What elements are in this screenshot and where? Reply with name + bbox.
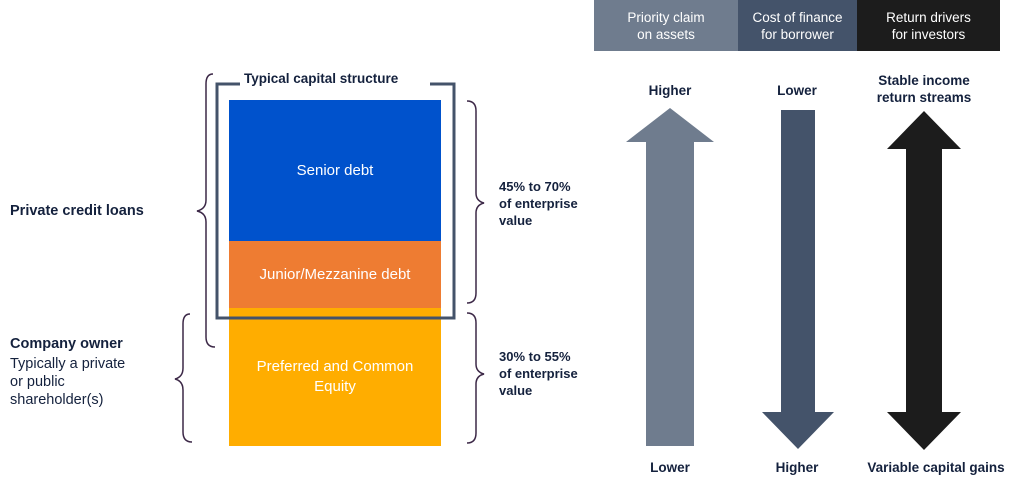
company-owner-desc: Typically a private or public shareholde… (10, 355, 125, 409)
company-owner-line: shareholder(s) (10, 392, 104, 408)
header-line: Return drivers (886, 9, 971, 25)
priority-top-label: Higher (648, 83, 692, 98)
equity-share-line: 30% to 55% (499, 349, 571, 364)
private-credit-brace (196, 73, 216, 348)
equity-block: Preferred and Common Equity (229, 308, 441, 446)
junior-mezzanine-block: Junior/Mezzanine debt (229, 241, 441, 308)
company-owner-title: Company owner (10, 336, 123, 352)
header-line: for investors (891, 26, 966, 42)
cost-top-label: Lower (777, 83, 817, 98)
private-credit-label: Private credit loans (10, 203, 144, 219)
debt-frame (215, 82, 456, 320)
equity-label-line: Equity (314, 378, 356, 395)
header-line: for borrower (761, 26, 834, 42)
equity-share-label: 30% to 55% of enterprise value (499, 348, 578, 399)
header-line: Priority claim (627, 9, 705, 25)
debt-share-line: of enterprise (499, 196, 578, 211)
cost-arrow-down (762, 110, 834, 449)
debt-share-line: 45% to 70% (499, 179, 571, 194)
company-owner-brace (174, 313, 193, 443)
debt-share-brace (466, 100, 485, 304)
header-line: on assets (637, 26, 695, 42)
return-bottom-label: Variable capital gains (867, 460, 1005, 475)
company-owner-line: or public (10, 374, 65, 390)
capital-structure-title: Typical capital structure (244, 71, 399, 86)
equity-share-line: value (499, 383, 533, 398)
equity-share-brace (466, 312, 485, 444)
priority-bottom-label: Lower (650, 460, 690, 475)
senior-debt-label: Senior debt (296, 161, 374, 179)
company-owner-line: Typically a private (10, 356, 126, 372)
equity-label-line: Preferred and Common (256, 358, 414, 375)
cost-bottom-label: Higher (775, 460, 819, 475)
return-arrow-both (887, 111, 961, 450)
return-top-line: Stable income (878, 73, 970, 88)
debt-share-line: value (499, 213, 533, 228)
return-top-line: return streams (876, 90, 972, 105)
header-line: Cost of finance (752, 9, 843, 25)
priority-arrow-up (626, 108, 714, 446)
senior-debt-block: Senior debt (229, 100, 441, 241)
equity-share-line: of enterprise (499, 366, 578, 381)
debt-share-label: 45% to 70% of enterprise value (499, 178, 578, 229)
junior-mezzanine-label: Junior/Mezzanine debt (259, 265, 411, 283)
return-top-label: Stable income return streams (854, 72, 994, 106)
